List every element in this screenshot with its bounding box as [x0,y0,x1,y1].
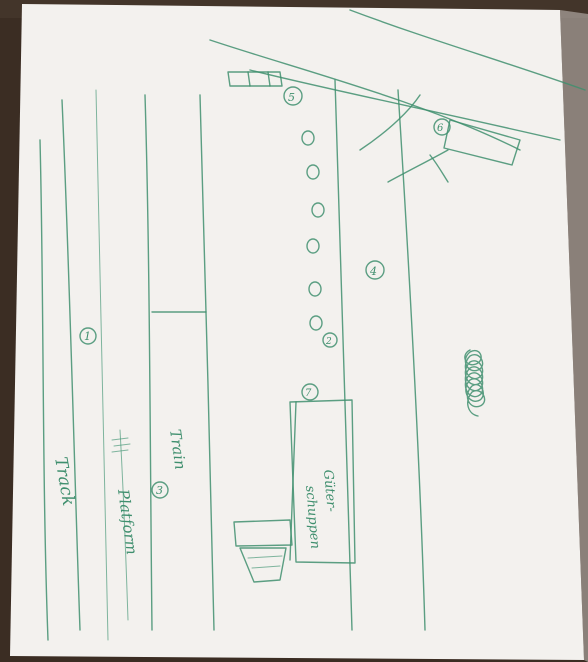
marker-7-label: 7 [305,388,312,399]
marker-2-label: 2 [325,337,332,347]
marker-6-label: 6 [437,123,444,134]
track-marker-label: 1 [84,330,91,343]
train-marker-label: 3 [156,484,163,497]
marker-4-label: 4 [369,265,377,278]
marker-5-label: 5 [288,91,295,104]
